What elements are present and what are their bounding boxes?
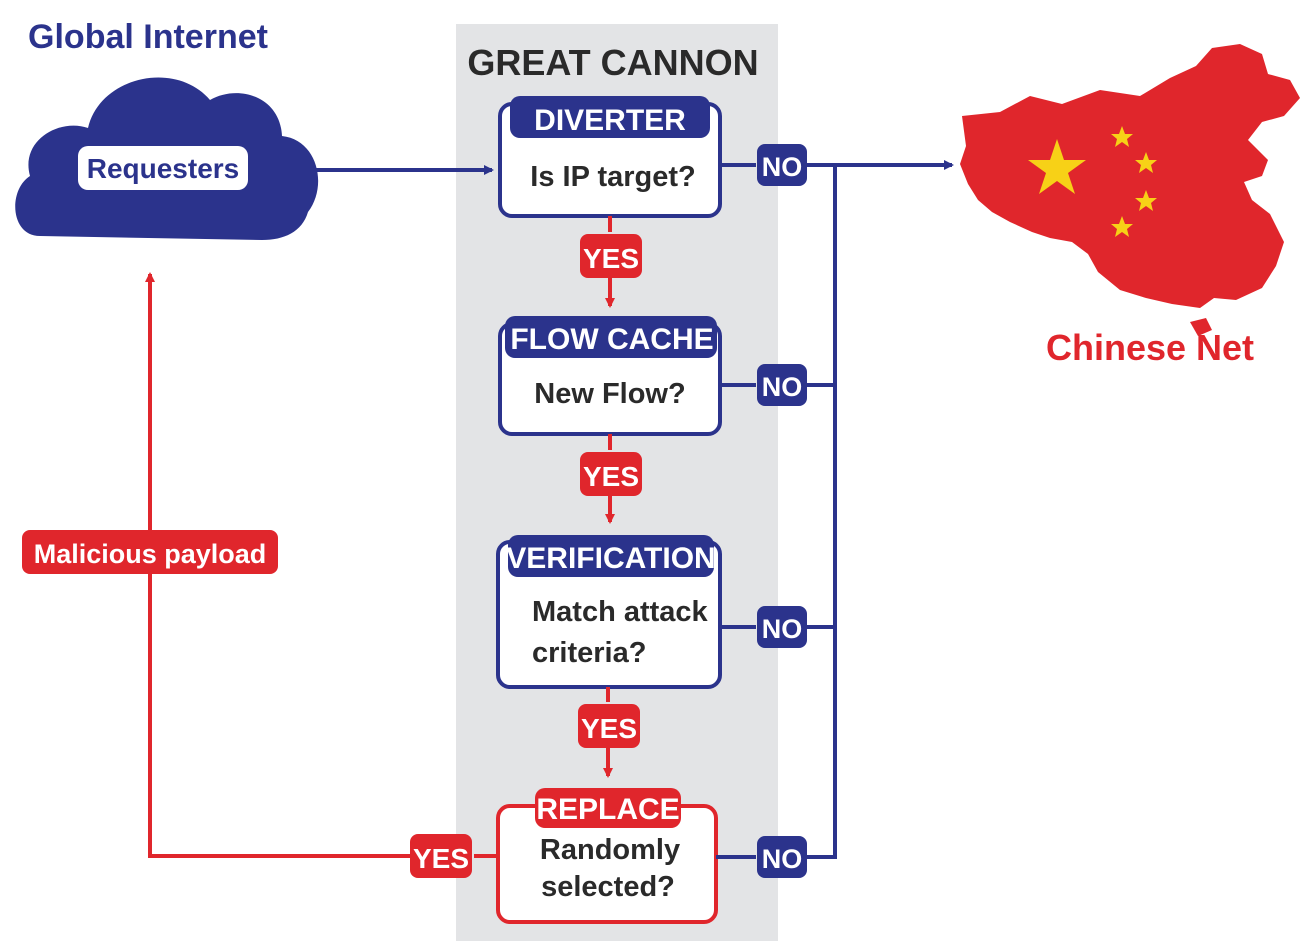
- china-small-star-icon: [1135, 190, 1157, 211]
- verification-header: VERIFICATION: [506, 542, 715, 575]
- replace-question-line-2: selected?: [541, 871, 675, 903]
- flow-cache-header: FLOW CACHE: [510, 323, 713, 356]
- verification-question-line-2: criteria?: [532, 637, 646, 669]
- yes-badge-2: [580, 452, 642, 496]
- yes-label-3: YES: [581, 713, 637, 744]
- chinese-net-title: Chinese Net: [1046, 327, 1254, 368]
- yes-badge-3: [578, 704, 640, 748]
- flow-cache-header-badge: [505, 316, 717, 358]
- malicious-payload-path: [145, 272, 410, 858]
- china-map-icon: [960, 44, 1300, 336]
- requesters-label: Requesters: [87, 153, 240, 184]
- no-label-3: NO: [762, 614, 803, 644]
- yes-badge-1: [580, 234, 642, 278]
- replace-header-badge: [535, 788, 681, 828]
- no-label-4: NO: [762, 844, 803, 874]
- diverter-header: DIVERTER: [534, 104, 686, 137]
- flow-cache-step: FLOW CACHE New Flow?: [498, 316, 722, 436]
- yes-badge-4: [410, 834, 472, 878]
- diverter-header-badge: [510, 96, 710, 138]
- no-label-2: NO: [762, 372, 803, 402]
- great-cannon-title: GREAT CANNON: [467, 42, 758, 83]
- yes-label-2: YES: [583, 461, 639, 492]
- verification-step: VERIFICATION Match attack criteria?: [496, 535, 722, 689]
- no-badge-1: [757, 144, 807, 186]
- no-badge-3: [757, 606, 807, 648]
- yes-label-1: YES: [583, 243, 639, 274]
- china-large-star-icon: [1028, 139, 1086, 194]
- yes-label-4: YES: [413, 843, 469, 874]
- verification-question-line-1: Match attack: [532, 596, 709, 628]
- malicious-payload-badge: [22, 530, 278, 574]
- no-badge-2: [757, 364, 807, 406]
- replace-step: REPLACE Randomly selected?: [496, 788, 718, 924]
- no-badge-4: [757, 836, 807, 878]
- china-small-star-icon: [1111, 216, 1133, 237]
- replace-question-line-1: Randomly: [540, 834, 680, 866]
- requesters-cloud: Requesters: [15, 77, 319, 240]
- no-label-1: NO: [762, 152, 803, 182]
- malicious-payload-label: Malicious payload: [34, 539, 267, 569]
- china-small-star-icon: [1135, 152, 1157, 173]
- diverter-question: Is IP target?: [530, 161, 695, 193]
- global-internet-title: Global Internet: [28, 18, 268, 56]
- verification-header-badge: [508, 535, 714, 577]
- flow-cache-question: New Flow?: [534, 378, 685, 410]
- diverter-step: DIVERTER Is IP target?: [498, 96, 722, 218]
- replace-header: REPLACE: [536, 793, 679, 826]
- china-small-star-icon: [1111, 126, 1133, 147]
